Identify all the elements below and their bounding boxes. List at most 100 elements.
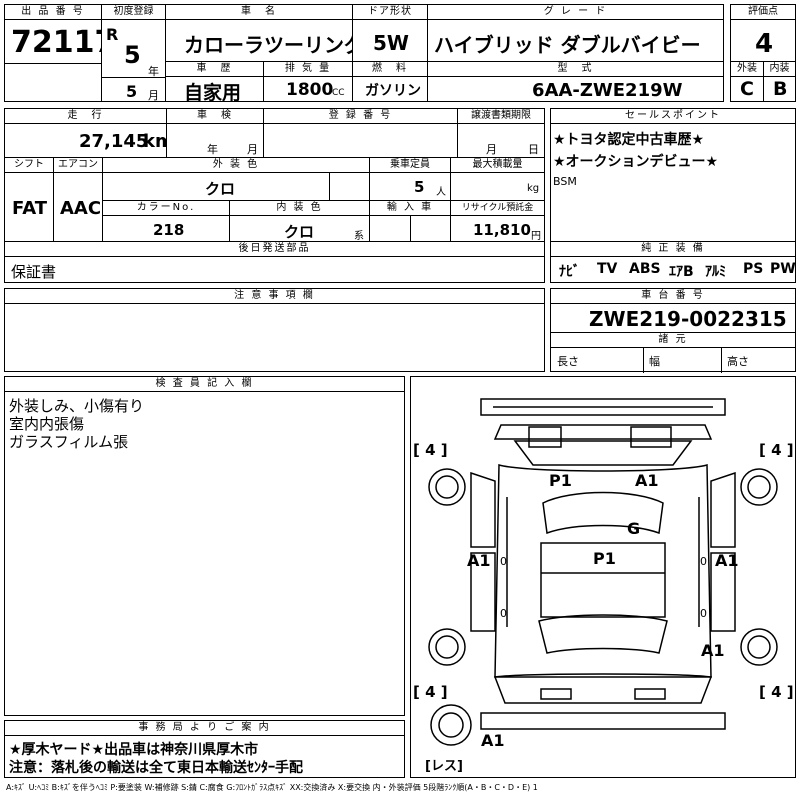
equip-item: ABS xyxy=(629,261,661,277)
zero-mark: 0 xyxy=(700,607,707,620)
inspection-box: 車 検 年 月 xyxy=(166,108,264,158)
sales-label: セールスポイント xyxy=(551,109,795,124)
tire-rear-left: [ 4 ] xyxy=(413,683,448,701)
import-label: 輸 入 車 xyxy=(370,201,450,216)
model: 6AA-ZWE219W xyxy=(532,80,683,101)
equip-item: TV xyxy=(597,261,618,277)
door-type: 5W xyxy=(373,31,409,55)
recycle-fee: 11,810 xyxy=(473,221,531,239)
caution-label: 注 意 事 項 欄 xyxy=(5,289,544,304)
inspector-label: 検 査 員 記 入 欄 xyxy=(5,377,404,392)
length-label: 長さ xyxy=(557,355,579,368)
equipment-box: 純 正 装 備 ﾅﾋﾞ TV ABS ｴｱB ｱﾙﾐ PS PW xyxy=(550,241,796,283)
sales-point: ★オークションデビュー★ xyxy=(553,154,719,170)
grade-box: グ レ ー ド ハイブリッド ダブルバイビー xyxy=(427,4,724,62)
shift: FAT xyxy=(12,198,48,219)
int-color-label: 内 装 色 xyxy=(230,201,369,216)
equip-label: 純 正 装 備 xyxy=(551,242,795,257)
transfer-month-unit: 月 xyxy=(486,143,497,156)
recycle-label: リサイクル預託金 xyxy=(451,201,544,216)
recycle-unit: 円 xyxy=(531,231,541,242)
car-name-box: 車 名 カローラツーリング xyxy=(165,4,364,62)
tire-rear-right: [ 4 ] xyxy=(759,683,794,701)
score-label: 評価点 xyxy=(731,5,795,20)
chassis-number: ZWE219-0022315 xyxy=(589,307,787,331)
damage-mark: P1 xyxy=(593,549,616,568)
later-parts-box: 後日発送部品 保証書 xyxy=(4,241,545,283)
tire-front-left: [ 4 ] xyxy=(413,441,448,459)
fuel: ガソリン xyxy=(365,83,421,99)
lot-box: 出 品 番 号 72117 xyxy=(4,4,115,102)
office-box: 事 務 局 よ り ご 案 内 ★厚木ヤード★出品車は神奈川県厚木市 注意：落札… xyxy=(4,720,405,778)
grade-label: グ レ ー ド xyxy=(428,5,723,20)
model-box: 型 式 6AA-ZWE219W xyxy=(427,61,724,102)
int-color-box: 内 装 色 クロ 系 xyxy=(229,200,370,242)
legend: A:ｷｽﾞ U:ﾍｺﾐ B:ｷｽﾞを伴うﾍｺﾐ P:要塗装 W:補修跡 S:錆 … xyxy=(6,783,538,792)
displacement: 1800 xyxy=(286,80,334,100)
ext-color: クロ xyxy=(205,180,236,198)
car-name: カローラツーリング xyxy=(184,33,364,57)
transfer-day-unit: 日 xyxy=(528,143,539,156)
color-no-box: カラーNo. 218 xyxy=(102,200,230,242)
color-no: 218 xyxy=(153,221,185,239)
interior-grade: B xyxy=(773,78,788,100)
ext-color-label: 外 装 色 xyxy=(103,158,369,173)
equip-item: ﾅﾋﾞ xyxy=(559,264,580,280)
zero-mark: 0 xyxy=(500,607,507,620)
reg-no-label: 登 録 番 号 xyxy=(264,109,457,124)
inspector-box: 検 査 員 記 入 欄 外装しみ、小傷有り 室内内張傷 ガラスフィルム張 xyxy=(4,376,405,716)
later-label: 後日発送部品 xyxy=(5,242,544,257)
width-label: 幅 xyxy=(649,355,660,368)
later-parts: 保証書 xyxy=(11,263,57,281)
era: R xyxy=(106,25,119,44)
recycle-box: リサイクル預託金 11,810 円 xyxy=(450,200,545,242)
mileage-label: 走 行 xyxy=(5,109,166,124)
inspector-line: 室内内張傷 xyxy=(9,415,85,433)
chassis-label: 車 台 番 号 xyxy=(551,289,795,304)
first-registration-box: 初度登録 R 5 年 5 月 xyxy=(101,4,166,102)
transfer-label: 譲渡書類期限 xyxy=(458,109,544,124)
int-color-suffix: 系 xyxy=(354,231,364,242)
history-label: 車 歴 xyxy=(166,62,263,77)
lot-label: 出 品 番 号 xyxy=(5,5,101,20)
spare-tire: [レス] xyxy=(425,759,463,774)
history: 自家用 xyxy=(184,82,242,104)
inspector-line: ガラスフィルム張 xyxy=(9,433,129,451)
caution-box: 注 意 事 項 欄 xyxy=(4,288,545,372)
sales-point: BSM xyxy=(553,175,577,188)
office-line: 注意：落札後の輸送は全て東日本輸送ｾﾝﾀｰ手配 xyxy=(9,760,303,776)
damage-mark: A1 xyxy=(635,471,659,490)
dims-label: 諸 元 xyxy=(551,333,795,348)
capacity-unit: 人 xyxy=(436,187,446,198)
color-no-label: カラーNo. xyxy=(103,201,229,216)
capacity: 5 xyxy=(414,178,425,196)
interior-label: 内装 xyxy=(764,62,795,77)
damage-mark: P1 xyxy=(549,471,572,490)
mileage: 27,145 xyxy=(79,131,149,152)
car-name-label: 車 名 xyxy=(166,5,352,20)
tire-front-right: [ 4 ] xyxy=(759,441,794,459)
capacity-box: 乗車定員 5 人 xyxy=(369,157,451,201)
lot-number: 72117 xyxy=(11,25,116,60)
damage-mark: G xyxy=(627,519,641,538)
history-box: 車 歴 自家用 xyxy=(165,61,264,104)
damage-diagram: [ 4 ] [ 4 ] [ 4 ] [ 4 ] [レス] P1 A1 G A1 … xyxy=(410,376,796,778)
transfer-deadline-box: 譲渡書類期限 月 日 xyxy=(457,108,545,158)
sales-point: ★トヨタ認定中古車歴★ xyxy=(553,132,705,148)
import-box: 輸 入 車 xyxy=(369,200,451,243)
damage-mark: A1 xyxy=(467,551,491,570)
shift-label: シフト xyxy=(5,158,53,173)
displacement-unit: CC xyxy=(332,88,345,98)
damage-mark: A1 xyxy=(481,731,505,750)
first-reg-label: 初度登録 xyxy=(102,5,165,20)
damage-mark: A1 xyxy=(701,641,725,660)
fuel-box: 燃 料 ガソリン xyxy=(352,61,428,102)
insp-year-unit: 年 xyxy=(207,143,218,156)
capacity-label: 乗車定員 xyxy=(370,158,450,173)
year-unit: 年 xyxy=(148,65,159,78)
int-color: クロ xyxy=(284,223,315,241)
displacement-label: 排 気 量 xyxy=(264,62,352,77)
month-unit: 月 xyxy=(148,89,159,102)
max-load-label: 最大積載量 xyxy=(451,158,544,173)
reg-year: 5 xyxy=(124,41,141,69)
